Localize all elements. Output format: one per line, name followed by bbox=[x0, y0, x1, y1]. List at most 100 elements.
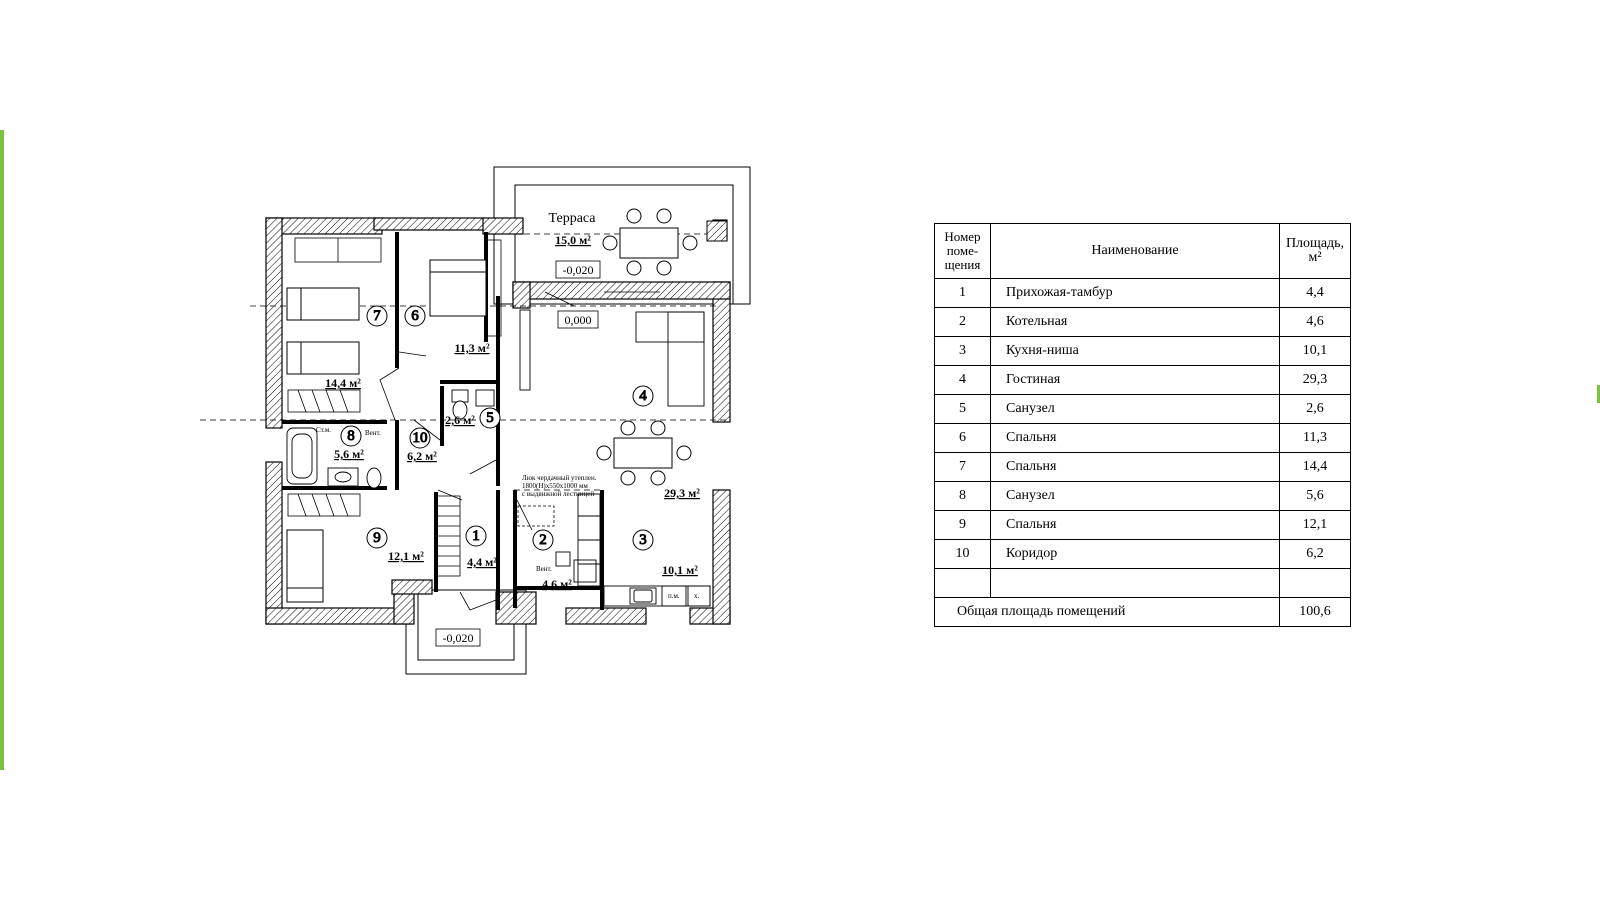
room-area-9: 12,1 м² bbox=[388, 549, 424, 563]
terrace-outline bbox=[493, 166, 751, 305]
sofa bbox=[519, 309, 705, 407]
chimney-block bbox=[706, 220, 728, 242]
row-number: 4 bbox=[934, 365, 991, 395]
row-area: 11,3 bbox=[1279, 423, 1351, 453]
row-area: 5,6 bbox=[1279, 481, 1351, 511]
table-row bbox=[934, 568, 1351, 598]
room-number-3: 3 bbox=[639, 532, 647, 548]
room-number-8: 8 bbox=[347, 428, 355, 444]
row-number: 10 bbox=[934, 539, 991, 569]
room-area-10: 6,2 м² bbox=[407, 449, 437, 463]
row-name: Санузел bbox=[990, 394, 1280, 424]
room-marker-circle-4 bbox=[632, 385, 654, 407]
room-number-6: 6 bbox=[411, 308, 419, 324]
exterior-walls bbox=[265, 217, 731, 625]
entry-porch-outline bbox=[405, 589, 527, 675]
beds bbox=[286, 259, 487, 603]
row-name: Коридор bbox=[990, 539, 1280, 569]
room-number-5: 5 bbox=[486, 410, 494, 426]
room-number-10: 10 bbox=[413, 430, 428, 446]
row-name: Спальня bbox=[990, 510, 1280, 540]
row-name: Санузел bbox=[990, 481, 1280, 511]
room-number-1: 1 bbox=[472, 528, 480, 544]
room-area-1: 4,4 м² bbox=[467, 555, 497, 569]
fridge-note: п.м. bbox=[668, 592, 680, 600]
room-number-9: 9 bbox=[373, 530, 381, 546]
row-number: 2 bbox=[934, 307, 991, 337]
doors bbox=[266, 291, 730, 611]
hob-note: х. bbox=[694, 592, 700, 600]
room-marker-circle-2 bbox=[532, 529, 554, 551]
row-area: 10,1 bbox=[1279, 336, 1351, 366]
bath-fixtures bbox=[286, 389, 495, 489]
closet-note: Ст.м. bbox=[316, 426, 331, 434]
header-number: Номер поме- щения bbox=[934, 223, 991, 279]
attic-hatch bbox=[517, 505, 555, 527]
room-marker-circle-8 bbox=[340, 425, 362, 447]
room-marker-circle-7 bbox=[366, 305, 388, 327]
interior-level: 0,000 bbox=[565, 313, 592, 327]
interior-level-box bbox=[557, 310, 599, 329]
terrace-level: -0,020 bbox=[563, 263, 594, 277]
left-accent-bar bbox=[0, 130, 4, 770]
room-area-7: 14,4 м² bbox=[325, 376, 361, 390]
vent-note-boiler: Вент. bbox=[536, 565, 552, 573]
header-name: Наименование bbox=[990, 223, 1280, 279]
room-area-2: 4,6 м² bbox=[542, 577, 572, 591]
room-area-3: 10,1 м² bbox=[662, 563, 698, 577]
row-name: Спальня bbox=[990, 423, 1280, 453]
row-area: 14,4 bbox=[1279, 452, 1351, 482]
row-number: 7 bbox=[934, 452, 991, 482]
vent-note-corridor: Вент. bbox=[365, 429, 381, 437]
row-area: 6,2 bbox=[1279, 539, 1351, 569]
row-number: 9 bbox=[934, 510, 991, 540]
room-area-5: 2,6 м² bbox=[445, 413, 475, 427]
row-name bbox=[990, 568, 1280, 598]
hatch-note-line2: 1800(H)x550x1000 мм bbox=[522, 482, 588, 490]
room-marker-circle-1 bbox=[465, 525, 487, 547]
row-area: 4,6 bbox=[1279, 307, 1351, 337]
dining-tables bbox=[596, 208, 698, 486]
table-total-row: Общая площадь помещений 100,6 bbox=[934, 597, 1351, 627]
total-value: 100,6 bbox=[1279, 597, 1351, 627]
terrace-level-box bbox=[555, 260, 601, 279]
room-area-8: 5,6 м² bbox=[334, 447, 364, 461]
row-name: Спальня bbox=[990, 452, 1280, 482]
room-marker-circle-3 bbox=[632, 529, 654, 551]
porch-level: -0,020 bbox=[443, 631, 474, 645]
hatch-note-line1: Люк чердачный утеплен. bbox=[522, 474, 597, 482]
room-number-2: 2 bbox=[539, 532, 547, 548]
hatch-note-line3: с выдвижной лестницей bbox=[522, 490, 594, 498]
row-name: Прихожая-тамбур bbox=[990, 278, 1280, 308]
row-number bbox=[934, 568, 991, 598]
row-number: 3 bbox=[934, 336, 991, 366]
room-marker-circle-5 bbox=[479, 407, 501, 429]
wardrobes bbox=[287, 237, 502, 577]
kitchen-units bbox=[555, 493, 711, 607]
porch-level-box bbox=[435, 628, 481, 647]
room-marker-circle-9 bbox=[366, 527, 388, 549]
room-schedule-table: Номер поме- щения Наименование Площадь, … bbox=[934, 223, 1351, 627]
row-area: 2,6 bbox=[1279, 394, 1351, 424]
header-area: Площадь, м² bbox=[1279, 223, 1351, 279]
room-number-7: 7 bbox=[373, 308, 381, 324]
row-area: 12,1 bbox=[1279, 510, 1351, 540]
row-number: 6 bbox=[934, 423, 991, 453]
row-name: Кухня-ниша bbox=[990, 336, 1280, 366]
row-number: 1 bbox=[934, 278, 991, 308]
row-number: 5 bbox=[934, 394, 991, 424]
room-marker-circle-10 bbox=[409, 427, 431, 449]
row-area: 4,4 bbox=[1279, 278, 1351, 308]
terrace-title: Терраса bbox=[548, 211, 596, 226]
room-area-4: 29,3 м² bbox=[664, 486, 700, 500]
row-number: 8 bbox=[934, 481, 991, 511]
right-accent-mark bbox=[1597, 385, 1600, 403]
row-area bbox=[1279, 568, 1351, 598]
